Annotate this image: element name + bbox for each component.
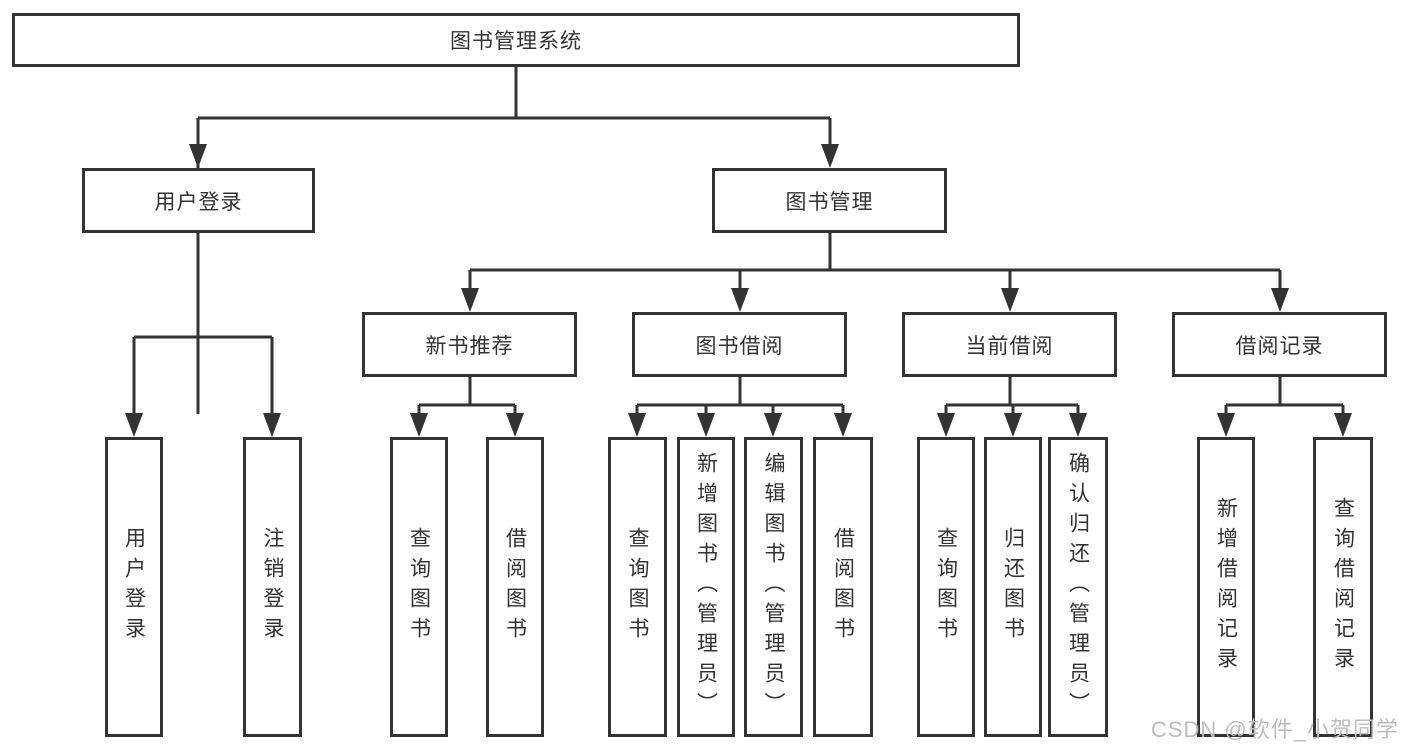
leaf-confirm-return-admin: 确认归还（管理员） bbox=[1048, 437, 1108, 737]
node-label: 借阅记录 bbox=[1235, 334, 1324, 358]
leaf-add-book-admin: 新增图书（管理员） bbox=[677, 437, 735, 737]
node-label: 查询借阅记录 bbox=[1331, 497, 1355, 677]
node-label: 借阅图书 bbox=[503, 527, 527, 647]
leaf-borrow-books-borrowing: 借阅图书 bbox=[813, 437, 873, 737]
node-current-borrowing: 当前借阅 bbox=[902, 312, 1117, 377]
node-label: 新增图书（管理员） bbox=[694, 452, 718, 722]
node-user-login: 用户登录 bbox=[82, 168, 315, 233]
node-library-management-system: 图书管理系统 bbox=[12, 13, 1020, 67]
node-label: 查询图书 bbox=[626, 527, 649, 647]
node-label: 新书推荐 bbox=[425, 334, 514, 358]
node-label: 用户登录 bbox=[154, 190, 243, 214]
node-label: 查询图书 bbox=[934, 527, 958, 647]
leaf-logout: 注销登录 bbox=[243, 437, 302, 737]
leaf-return-book: 归还图书 bbox=[984, 437, 1042, 737]
node-label: 借阅图书 bbox=[831, 527, 855, 647]
leaf-query-borrow-record: 查询借阅记录 bbox=[1313, 437, 1373, 737]
watermark: CSDN @软件_小贺同学 bbox=[1150, 717, 1399, 742]
node-label: 图书借阅 bbox=[695, 334, 784, 358]
node-label: 注销登录 bbox=[261, 527, 284, 647]
leaf-user-login: 用户登录 bbox=[105, 437, 163, 737]
node-borrowing-records: 借阅记录 bbox=[1172, 312, 1387, 377]
node-label: 归还图书 bbox=[1001, 527, 1025, 647]
node-book-management: 图书管理 bbox=[712, 168, 947, 233]
leaf-add-borrow-record: 新增借阅记录 bbox=[1197, 437, 1255, 737]
node-label: 编辑图书（管理员） bbox=[762, 452, 785, 722]
leaf-query-books-borrowing: 查询图书 bbox=[608, 437, 667, 737]
leaf-query-books-current: 查询图书 bbox=[917, 437, 975, 737]
node-label: 图书管理 bbox=[785, 190, 874, 214]
node-label: 图书管理系统 bbox=[450, 30, 582, 53]
node-label: 查询图书 bbox=[407, 527, 431, 647]
node-label: 当前借阅 bbox=[965, 334, 1054, 358]
leaf-query-books-recommend: 查询图书 bbox=[390, 437, 448, 737]
leaf-borrow-books-recommend: 借阅图书 bbox=[486, 437, 544, 737]
node-book-borrowing: 图书借阅 bbox=[632, 312, 847, 377]
node-label: 确认归还（管理员） bbox=[1066, 452, 1090, 722]
node-label: 用户登录 bbox=[122, 527, 146, 647]
node-label: 新增借阅记录 bbox=[1214, 497, 1238, 677]
node-new-book-recommendation: 新书推荐 bbox=[362, 312, 577, 377]
leaf-edit-book-admin: 编辑图书（管理员） bbox=[744, 437, 803, 737]
